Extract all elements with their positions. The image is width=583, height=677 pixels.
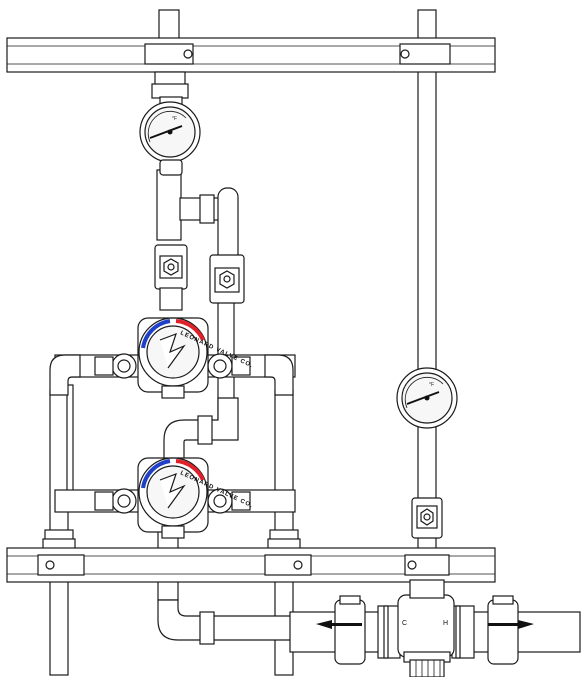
lower-mixing-valve: LEONARD VALVE CO. — [54, 457, 296, 539]
thermometer-right: °F — [396, 367, 458, 429]
inlet-left-arrow — [316, 620, 362, 629]
top-strut — [6, 37, 496, 73]
master-control-valve: C H — [289, 579, 581, 677]
svg-text:°F: °F — [429, 382, 434, 388]
ball-valve-upper-left — [154, 244, 188, 311]
upper-mixing-valve: LEONARD VALVE CO. — [49, 317, 296, 399]
bottom-return-piping — [157, 599, 301, 645]
port-label-hot: H — [443, 620, 448, 627]
outlet-right-arrow — [488, 620, 534, 629]
ball-valve-right — [411, 497, 443, 539]
crossover-piping — [163, 397, 239, 461]
ball-valve-upper-right — [209, 254, 245, 304]
svg-text:°F: °F — [172, 116, 177, 122]
thermometer-upper: °F — [139, 101, 201, 163]
port-label-cold: C — [402, 620, 407, 627]
bottom-strut — [6, 547, 496, 583]
